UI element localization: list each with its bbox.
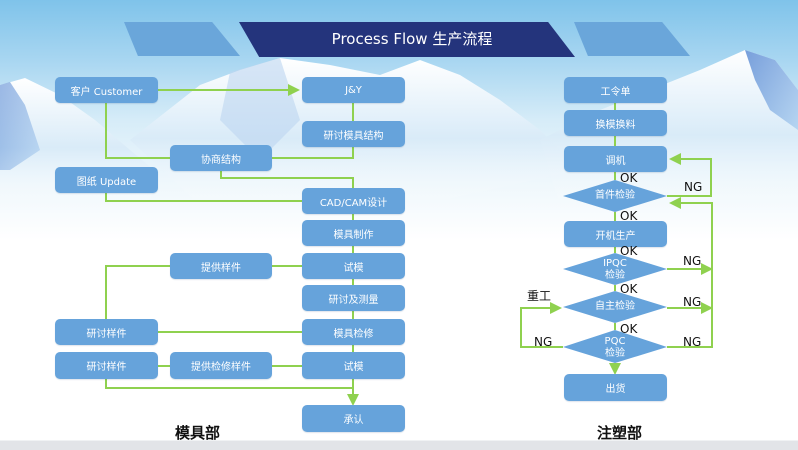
node-mold-making[interactable]: 模具制作 — [302, 220, 405, 246]
connector-samples-discuss — [105, 265, 170, 319]
node-negotiate-structure[interactable]: 协商结构 — [170, 145, 272, 171]
node-work-order[interactable]: 工令单 — [564, 77, 667, 103]
label-ipqc[interactable]: IPQC 检验 — [580, 257, 650, 283]
ng-label-pqc-left: NG — [534, 335, 553, 349]
node-jy[interactable]: J&Y — [302, 77, 405, 103]
connector-discuss-negotiate — [272, 147, 354, 159]
connector-pqc-ng-right — [667, 197, 713, 348]
ok-label-5: OK — [620, 322, 638, 336]
node-discuss-and-measure[interactable]: 研讨及测量 — [302, 285, 405, 311]
label-pqc-line1: PQC — [604, 336, 626, 347]
connector-discuss2-approval — [105, 379, 353, 389]
ng-label-ipqc: NG — [683, 254, 702, 268]
connector-pqc-ng-rework — [520, 302, 563, 348]
node-machine-adjust[interactable]: 调机 — [564, 146, 667, 172]
ok-label-4: OK — [620, 282, 638, 296]
node-drawing-update[interactable]: 图纸 Update — [55, 167, 158, 193]
node-start-production[interactable]: 开机生产 — [564, 221, 667, 247]
node-cad-cam-design[interactable]: CAD/CAM设计 — [302, 188, 405, 214]
node-mold-repair[interactable]: 模具检修 — [302, 319, 405, 345]
label-ipqc-line1: IPQC — [603, 258, 627, 269]
node-shipment[interactable]: 出货 — [564, 374, 667, 401]
ok-label-2: OK — [620, 209, 638, 223]
node-provide-samples[interactable]: 提供样件 — [170, 253, 272, 279]
connector-first-ng-loop — [667, 153, 712, 197]
node-approval[interactable]: 承认 — [302, 405, 405, 432]
diamond-first-inspection — [563, 180, 667, 212]
ok-label-3: OK — [620, 244, 638, 258]
label-first-inspection[interactable]: 首件检验 — [595, 190, 635, 201]
node-discuss-samples-1[interactable]: 研讨样件 — [55, 319, 158, 345]
mold-department-title: 模具部 — [175, 424, 221, 442]
mountain-left-shade — [0, 82, 40, 170]
diamond-self-inspection — [563, 291, 667, 323]
node-customer[interactable]: 客户 Customer — [55, 77, 158, 103]
ok-label-1: OK — [620, 171, 638, 185]
diamond-pqc — [563, 330, 667, 363]
label-pqc-line2: 检验 — [605, 348, 625, 359]
node-trial-mold-2[interactable]: 试模 — [302, 352, 405, 379]
ng-label-first: NG — [684, 180, 703, 194]
ng-label-pqc-right: NG — [683, 335, 702, 349]
node-mold-material-change[interactable]: 换模换料 — [564, 110, 667, 136]
label-ipqc-line2: 检验 — [605, 270, 625, 281]
page-title: Process Flow 生产流程 — [331, 30, 493, 48]
mountain-center-shade — [220, 58, 300, 160]
label-pqc[interactable]: PQC 检验 — [580, 335, 650, 361]
injection-department-title: 注塑部 — [597, 424, 643, 442]
connector-drawing-cad — [105, 193, 302, 202]
ng-label-self: NG — [683, 295, 702, 309]
page-title-banner: Process Flow 生产流程 — [239, 22, 575, 57]
node-provide-repair-samples[interactable]: 提供检修样件 — [170, 352, 272, 379]
mountain-right-shade — [745, 50, 798, 130]
node-discuss-samples-2[interactable]: 研讨样件 — [55, 352, 158, 379]
label-self-inspection[interactable]: 自主检验 — [595, 301, 635, 312]
diamond-ipqc — [563, 253, 667, 285]
connector-customer-negotiate — [105, 103, 170, 159]
node-discuss-mold-structure[interactable]: 研讨模具结构 — [302, 121, 405, 147]
node-trial-mold-1[interactable]: 试模 — [302, 253, 405, 279]
connector-negotiate-cad — [220, 171, 354, 188]
rework-label: 重工 — [527, 289, 552, 303]
